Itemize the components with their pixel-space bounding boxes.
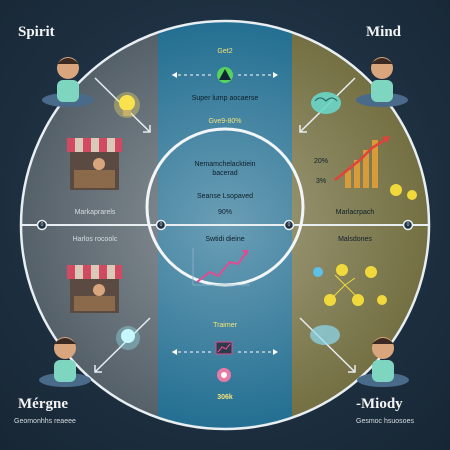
- marker-center-right-value: 0: [287, 222, 291, 228]
- center-bottom-label: Traimer: [213, 322, 237, 329]
- marker-right-value: 0: [406, 222, 410, 228]
- center-chart-caption: Swtidi dieine: [205, 236, 245, 243]
- person-avatar-top-right: [356, 57, 408, 107]
- corner-title-mind: Mind: [366, 24, 402, 40]
- dashed-connectors: [172, 74, 278, 353]
- person-avatar-bottom-right: [357, 337, 409, 387]
- right-chart-label-b: 3%: [316, 178, 327, 185]
- brain-icon: [311, 92, 341, 114]
- center-trend-chart: [192, 248, 250, 286]
- center-top-percent: Gve9-80%: [208, 118, 242, 125]
- marker-center-left-value: 0: [159, 222, 163, 228]
- people-network-icon: [313, 264, 387, 306]
- lightbulb-icon: [114, 92, 140, 118]
- corner-title-bottom-left: Mérgne: [18, 396, 68, 412]
- left-upper-label: Markaprarels: [74, 209, 116, 216]
- bulb-icon-lower: [116, 326, 140, 350]
- center-top-text: Super lump aocaerse: [191, 95, 259, 102]
- corner-subtitle-bottom-left: Geomonhhs reaeee: [14, 418, 76, 425]
- market-stall-icon: [67, 138, 122, 190]
- handshake-icon-right: [310, 325, 340, 345]
- marker-left-value: 0: [40, 222, 44, 228]
- target-icon: [217, 67, 233, 83]
- center-mid-percent: 90%: [217, 209, 233, 216]
- corner-subtitle-bottom-right: Gesmoc hsuosoes: [356, 418, 414, 425]
- right-chart-label-a: 20%: [314, 158, 329, 165]
- handshake-icon: [217, 368, 231, 382]
- bar-chart-icon: [334, 136, 417, 200]
- right-lower-label: Malsdones: [338, 236, 372, 243]
- center-mid-title-2: bacerad: [212, 170, 238, 177]
- corner-title-bottom-right: -Miody: [356, 396, 403, 412]
- center-mid-text: Seanse Lsopaved: [196, 193, 254, 200]
- person-avatar-top-left: [42, 57, 94, 107]
- market-stall-icon-lower: [67, 265, 122, 313]
- person-avatar-bottom-left: [39, 337, 91, 387]
- growth-chart-icon: [215, 341, 233, 355]
- divider-markers: [36, 219, 414, 231]
- center-bottom-value: 306k: [217, 394, 233, 401]
- corner-title-spirit: Spirit: [18, 24, 55, 40]
- right-upper-label: Marlacrpach: [335, 209, 375, 216]
- center-top-tag: Get2: [217, 48, 233, 55]
- left-lower-label: Harlos rocoolc: [72, 236, 118, 243]
- center-mid-title-1: Nemamchelacktiein: [194, 161, 256, 168]
